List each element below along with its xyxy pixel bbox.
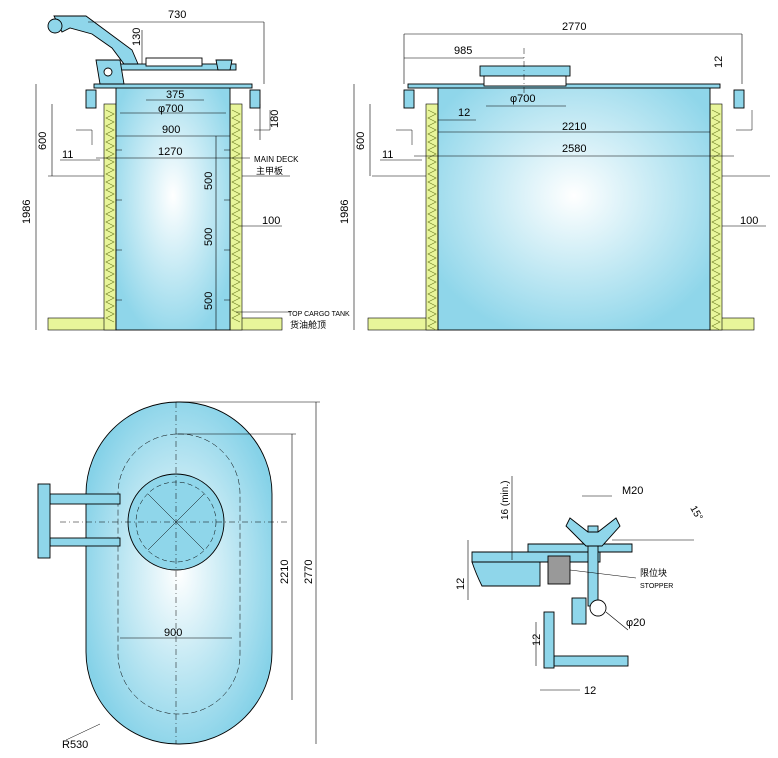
detail-dim-15deg: 15° bbox=[687, 504, 704, 523]
plan-cover-outline bbox=[85, 401, 273, 745]
main-deck-label-cn: 主甲板 bbox=[256, 165, 283, 176]
plan-bracket-plate bbox=[37, 483, 51, 559]
detail-bracket bbox=[571, 597, 587, 625]
detail-lower-post bbox=[543, 611, 555, 669]
detail-dim-m20: M20 bbox=[622, 485, 643, 497]
front-cover-ring bbox=[483, 75, 567, 87]
side-dim-500-c: 500 bbox=[203, 292, 215, 310]
side-view bbox=[35, 15, 290, 331]
front-cover-dome bbox=[479, 65, 571, 77]
plan-bracket-arm bbox=[49, 493, 121, 505]
top-tank-label-en: TOP CARGO TANK bbox=[288, 311, 350, 318]
front-dim-100: 100 bbox=[740, 215, 758, 227]
front-dim-2580: 2580 bbox=[562, 143, 586, 155]
detail-coaming-edge bbox=[471, 561, 541, 587]
detail-dim-12-b: 12 bbox=[531, 634, 543, 646]
front-trunk-body bbox=[437, 85, 711, 331]
plan-dim-900: 900 bbox=[164, 627, 182, 639]
side-bracket-left bbox=[85, 89, 97, 109]
plan-dim-2210: 2210 bbox=[279, 560, 291, 584]
front-view bbox=[353, 33, 770, 331]
detail-stopper bbox=[547, 555, 571, 585]
plan-dim-2770: 2770 bbox=[303, 560, 315, 584]
plan-dim-r530: R530 bbox=[62, 739, 88, 751]
front-dim-700: φ700 bbox=[510, 93, 536, 105]
plan-bracket-arm-2 bbox=[49, 537, 121, 547]
dog-detail bbox=[467, 476, 694, 691]
side-dim-130: 130 bbox=[131, 28, 143, 46]
side-dim-600: 600 bbox=[37, 132, 49, 150]
stopper-label-cn: 限位块 bbox=[640, 567, 667, 578]
side-dim-1270: 1270 bbox=[158, 146, 182, 158]
side-cover-dome bbox=[145, 57, 203, 67]
top-tank-label-cn: 货油舱顶 bbox=[290, 319, 326, 330]
plan-view bbox=[37, 401, 320, 745]
detail-wing-nut bbox=[565, 517, 621, 547]
detail-dim-12-c: 12 bbox=[584, 685, 596, 697]
side-dim-180: 180 bbox=[269, 110, 281, 128]
front-dim-12: 12 bbox=[458, 107, 470, 119]
detail-cover-top bbox=[527, 543, 633, 553]
front-dim-12-top: 12 bbox=[713, 56, 725, 68]
side-bracket-right bbox=[249, 89, 261, 109]
side-trunk-body bbox=[115, 85, 231, 331]
side-dim-1986: 1986 bbox=[21, 200, 33, 224]
side-dim-11: 11 bbox=[62, 149, 73, 161]
stopper-label-en: STOPPER bbox=[640, 583, 673, 590]
front-dim-11: 11 bbox=[382, 149, 393, 161]
front-bracket-right bbox=[733, 89, 745, 109]
side-dim-375: 375 bbox=[166, 89, 184, 101]
side-dim-500-a: 500 bbox=[203, 172, 215, 190]
side-dim-730: 730 bbox=[168, 9, 186, 21]
detail-pin bbox=[589, 599, 607, 617]
side-dim-500-b: 500 bbox=[203, 228, 215, 246]
front-dim-2210: 2210 bbox=[562, 121, 586, 133]
front-dim-600: 600 bbox=[355, 132, 367, 150]
side-dim-700: φ700 bbox=[158, 103, 184, 115]
detail-dim-16min: 16 (min.) bbox=[500, 481, 511, 520]
front-dim-2770: 2770 bbox=[562, 21, 586, 33]
detail-lower-bar bbox=[553, 655, 629, 667]
side-hinge-pin bbox=[103, 67, 113, 77]
side-handwheel bbox=[47, 18, 63, 34]
detail-dim-phi20: φ20 bbox=[626, 617, 645, 629]
side-dog-clamp bbox=[215, 59, 233, 71]
front-bracket-left bbox=[403, 89, 415, 109]
main-deck-label-en: MAIN DECK bbox=[254, 155, 299, 164]
detail-dim-12-a: 12 bbox=[455, 578, 467, 590]
side-dim-100: 100 bbox=[262, 215, 280, 227]
detail-cover-plate bbox=[471, 551, 601, 563]
front-dim-985: 985 bbox=[454, 45, 472, 57]
front-dim-1986: 1986 bbox=[339, 200, 351, 224]
side-dim-900: 900 bbox=[162, 124, 180, 136]
side-coaming-flange bbox=[93, 83, 253, 89]
side-lever-arm bbox=[53, 15, 139, 65]
